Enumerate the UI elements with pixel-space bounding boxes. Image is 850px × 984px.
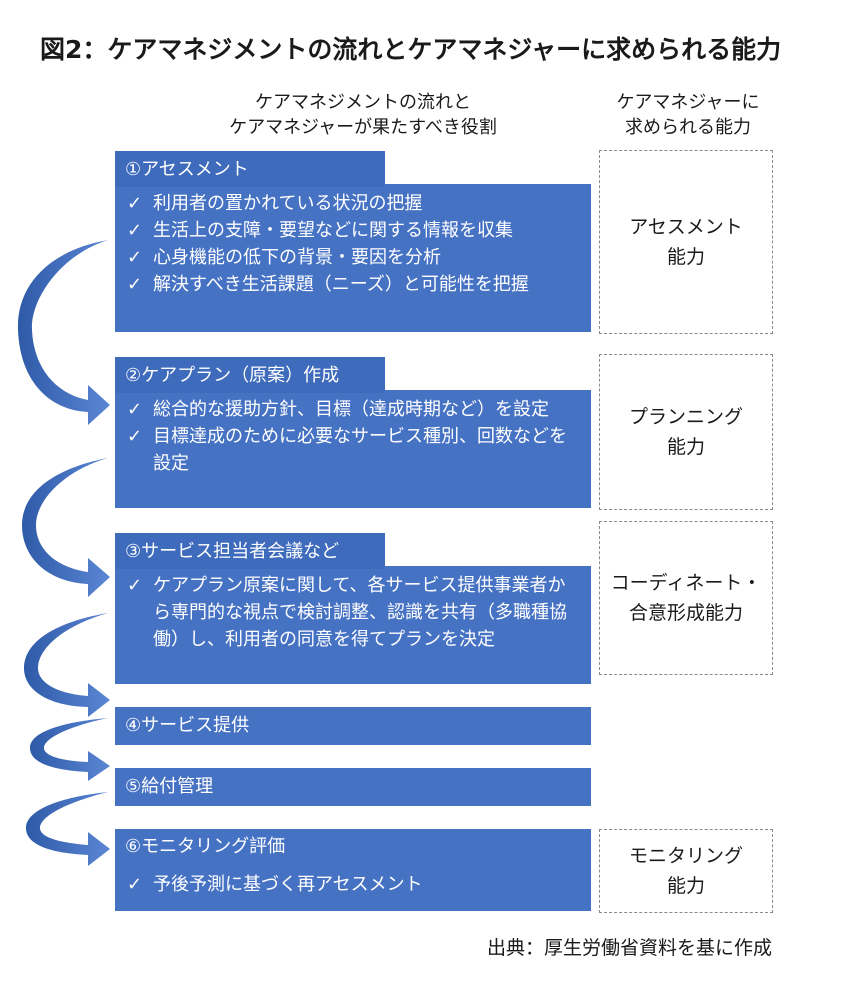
- step-item: ✓ 目標達成のために必要なサービス種別、回数などを設定: [127, 423, 579, 477]
- step-heading: ③サービス担当者会議など: [125, 541, 340, 562]
- capability-column-header-line2: 求められる能力: [625, 117, 751, 138]
- flow-column-header: ケアマネジメントの流れと ケアマネジャーが果たすべき役割: [178, 90, 548, 140]
- step-box-care-plan: ②ケアプラン（原案）作成 ✓ 総合的な援助方針、目標（達成時期など）を設定 ✓ 目標…: [115, 357, 591, 508]
- step-item: ✓ 予後予測に基づく再アセスメント: [127, 871, 579, 898]
- step-heading: ⑥モニタリング評価: [125, 836, 286, 857]
- step-items: ✓ 総合的な援助方針、目標（達成時期など）を設定 ✓ 目標達成のために必要なサービス…: [127, 396, 579, 477]
- step-box-benefit-management: ⑤給付管理: [115, 768, 591, 806]
- step-heading: ②ケアプラン（原案）作成: [125, 365, 340, 386]
- source-note: 出典：厚生労働省資料を基に作成: [486, 937, 772, 959]
- capability-column-header: ケアマネジャーに 求められる能力: [588, 90, 788, 140]
- capability-label-line1: モニタリング: [628, 845, 743, 867]
- flow-column-header-line1: ケアマネジメントの流れと: [255, 92, 471, 113]
- step-item: ✓ 利用者の置かれている状況の把握: [127, 190, 579, 217]
- check-icon: ✓: [127, 274, 143, 295]
- curved-arrow-3-to-4: [24, 613, 110, 717]
- step-heading: ①アセスメント: [125, 159, 249, 180]
- check-icon: ✓: [127, 247, 143, 268]
- check-icon: ✓: [127, 874, 143, 895]
- capability-label-line1: コーディネート・: [610, 572, 762, 594]
- step-items: ✓ ケアプラン原案に関して、各サービス提供事業者から専門的な視点で検討調整、認識を…: [127, 572, 579, 653]
- capability-label-line1: アセスメント: [629, 216, 743, 238]
- curved-arrow-5-to-6: [26, 792, 110, 866]
- capability-label-line2: 能力: [666, 246, 705, 268]
- step-items: ✓ 利用者の置かれている状況の把握 ✓ 生活上の支障・要望などに関する情報を収集 ✓…: [127, 190, 579, 298]
- step-heading-tab: [115, 357, 385, 393]
- step-heading-tab: [115, 533, 385, 569]
- step-item-text: ケアプラン原案に関して、各サービス提供事業者から専門的な視点で検討調整、認識を共…: [153, 575, 567, 650]
- capability-box-assessment: アセスメント 能力: [599, 150, 773, 334]
- step-item-text: 解決すべき生活課題（ニーズ）と可能性を把握: [153, 274, 529, 295]
- capability-label-line2: 能力: [666, 436, 705, 458]
- curved-arrow-4-to-5: [30, 718, 110, 781]
- step-heading-tab: [115, 151, 385, 187]
- check-icon: ✓: [127, 399, 143, 420]
- step-item: ✓ ケアプラン原案に関して、各サービス提供事業者から専門的な視点で検討調整、認識を…: [127, 572, 579, 653]
- flow-column-header-line2: ケアマネジャーが果たすべき役割: [229, 117, 497, 138]
- step-item-text: 利用者の置かれている状況の把握: [153, 193, 423, 214]
- check-icon: ✓: [127, 426, 143, 447]
- capability-label-line2: 能力: [666, 875, 705, 897]
- capability-column-header-line1: ケアマネジャーに: [616, 92, 760, 113]
- step-box-service-meeting: ③サービス担当者会議など ✓ ケアプラン原案に関して、各サービス提供事業者から専門…: [115, 533, 591, 684]
- capability-box-coordination: コーディネート・ 合意形成能力: [599, 521, 773, 675]
- step-items: ✓ 予後予測に基づく再アセスメント: [127, 871, 579, 898]
- step-item: ✓ 生活上の支障・要望などに関する情報を収集: [127, 217, 579, 244]
- step-box-assessment: ①アセスメント ✓ 利用者の置かれている状況の把握 ✓ 生活上の支障・要望などに関す…: [115, 151, 591, 332]
- step-item-text: 総合的な援助方針、目標（達成時期など）を設定: [153, 399, 549, 420]
- step-item-text: 予後予測に基づく再アセスメント: [153, 874, 423, 895]
- curved-arrow-1-to-2: [17, 240, 110, 425]
- check-icon: ✓: [127, 575, 143, 596]
- capability-box-planning: プランニング 能力: [599, 354, 773, 510]
- capability-label-line1: プランニング: [628, 406, 743, 428]
- step-box-service-provision: ④サービス提供: [115, 707, 591, 745]
- step-item-text: 生活上の支障・要望などに関する情報を収集: [153, 220, 513, 241]
- step-item: ✓ 心身機能の低下の背景・要因を分析: [127, 244, 579, 271]
- check-icon: ✓: [127, 193, 143, 214]
- curved-arrow-2-to-3: [22, 458, 110, 597]
- check-icon: ✓: [127, 220, 143, 241]
- step-item: ✓ 総合的な援助方針、目標（達成時期など）を設定: [127, 396, 579, 423]
- step-box-monitoring: ⑥モニタリング評価 ✓ 予後予測に基づく再アセスメント: [115, 829, 591, 911]
- step-item-text: 目標達成のために必要なサービス種別、回数などを設定: [153, 426, 567, 474]
- capability-box-monitoring: モニタリング 能力: [599, 829, 773, 913]
- capability-label-line2: 合意形成能力: [628, 602, 743, 624]
- step-item-text: 心身機能の低下の背景・要因を分析: [153, 247, 441, 268]
- step-heading: ⑤給付管理: [125, 776, 214, 797]
- step-item: ✓ 解決すべき生活課題（ニーズ）と可能性を把握: [127, 271, 579, 298]
- step-heading: ④サービス提供: [125, 715, 250, 736]
- figure-title: 図2：ケアマネジメントの流れとケアマネジャーに求められる能力: [40, 35, 782, 64]
